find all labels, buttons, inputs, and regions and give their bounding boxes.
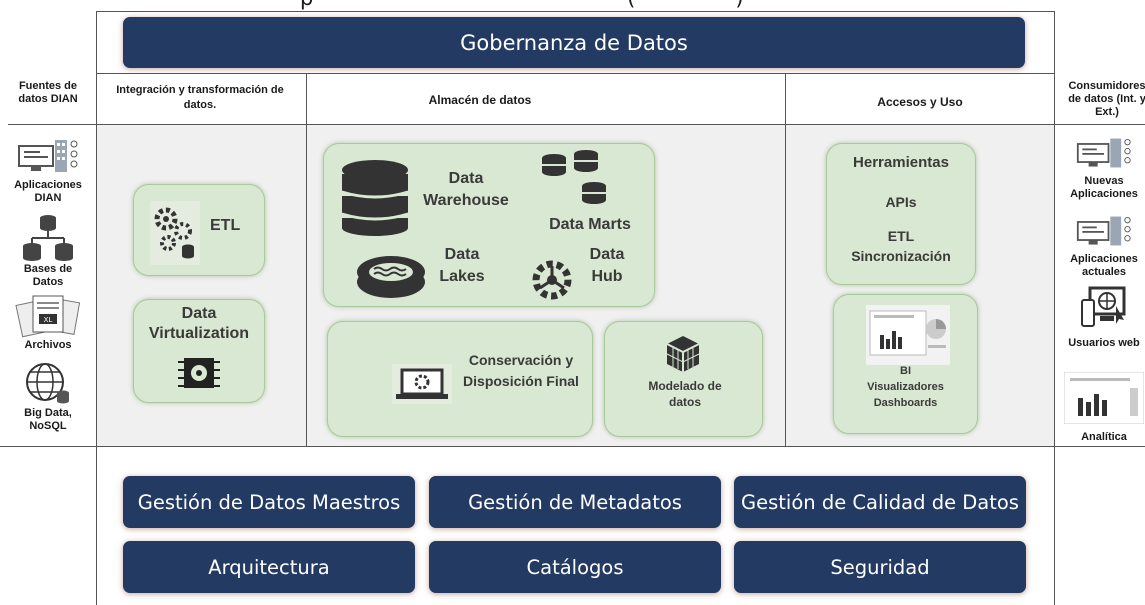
data-lake-icon — [357, 256, 425, 298]
storage-box: Data Warehouse Data Marts Data Lakes Dat… — [323, 143, 655, 307]
web-devices-icon — [1081, 286, 1126, 327]
hub-label: Data Hub — [589, 246, 625, 285]
source-files: XL Archivos — [8, 294, 88, 352]
security-box: Seguridad — [734, 541, 1026, 593]
conservation-box: Conservación y Disposición Final — [327, 321, 593, 437]
tools-box: Herramientas APIs ETL Sincronización — [826, 143, 976, 285]
metadata-box: Gestión de Metadatos — [429, 476, 721, 528]
catalogs-label: Catálogos — [526, 555, 624, 579]
quality-label: Gestión de Calidad de Datos — [741, 490, 1019, 514]
warehouse-label: Data Warehouse — [423, 170, 509, 209]
security-label: Seguridad — [830, 555, 930, 579]
architecture-box: Arquitectura — [123, 541, 415, 593]
globe-database-icon — [26, 363, 69, 404]
apis-label: APIs — [885, 194, 917, 210]
consumer-new-apps-label: Nuevas Aplicaciones — [1070, 175, 1138, 200]
monitor-server-icon — [18, 140, 78, 172]
bi-label: BI — [900, 365, 911, 377]
divider-top — [96, 73, 1055, 74]
architecture-label: Arquitectura — [208, 555, 330, 579]
modeling-label: Modelado de datos — [648, 379, 722, 409]
warehouse-database-icon — [341, 160, 409, 236]
lakes-label: Data Lakes — [439, 246, 485, 285]
etl-sync-label: ETL Sincronización — [851, 228, 951, 264]
quality-box: Gestión de Calidad de Datos — [734, 476, 1026, 528]
monitor-server-icon — [1076, 138, 1131, 168]
metadata-label: Gestión de Metadatos — [468, 490, 682, 514]
data-marts-icon — [542, 150, 606, 204]
modeling-box: Modelado de datos — [604, 321, 763, 437]
master-data-label: Gestión de Datos Maestros — [137, 490, 401, 514]
source-apps-label: Aplicaciones DIAN — [14, 179, 82, 204]
virtualization-label: Data Virtualization — [148, 305, 250, 342]
circuit-gear-icon — [178, 358, 220, 388]
governance-label: Gobernanza de Datos — [460, 30, 688, 55]
hub-icon — [532, 260, 572, 300]
source-db-label: Bases de Datos — [23, 263, 73, 288]
gears-icon — [150, 201, 200, 265]
governance-bar: Gobernanza de Datos — [123, 17, 1025, 68]
header-sources: Fuentes de datos DIAN — [18, 80, 78, 105]
source-files-label: Archivos — [24, 339, 72, 351]
dashboards-label: Dashboards — [873, 397, 938, 409]
consumer-analytics: Analítica — [1063, 371, 1145, 444]
etl-box: ETL — [133, 184, 265, 276]
consumer-analytics-label: Analítica — [1081, 431, 1127, 443]
consumer-new-apps: Nuevas Aplicaciones — [1060, 136, 1145, 201]
bar-chart-icon — [1063, 371, 1145, 425]
divider-right-header — [1055, 124, 1145, 125]
conservation-label: Conservación y Disposición Final — [463, 352, 579, 389]
header-integration: Integración y transformación de datos. — [116, 84, 284, 111]
source-bigdata: Big Data, NoSQL — [8, 360, 88, 433]
divider-col2 — [785, 73, 786, 446]
svg-text:XL: XL — [44, 316, 53, 324]
divider-left-header — [8, 124, 96, 125]
page-title-partial: p ( ) — [300, 0, 860, 10]
header-storage: Almacén de datos — [428, 92, 532, 107]
marts-label: Data Marts — [549, 216, 631, 233]
files-icon: XL — [15, 295, 81, 338]
tools-label: Herramientas — [853, 154, 949, 171]
etl-label: ETL — [210, 217, 241, 234]
divider-bottom — [0, 446, 1145, 447]
consumer-web-users-label: Usuarios web — [1068, 337, 1140, 349]
consumer-web-users: Usuarios web — [1060, 286, 1145, 350]
consumer-current-apps-label: Aplicaciones actuales — [1070, 253, 1138, 278]
catalogs-box: Catálogos — [429, 541, 721, 593]
header-consumers: Consumidores de datos (Int. y Ext.) — [1068, 80, 1145, 118]
consumer-current-apps: Aplicaciones actuales — [1060, 214, 1145, 279]
source-bigdata-label: Big Data, NoSQL — [24, 407, 72, 432]
virtualization-box: Data Virtualization — [133, 299, 265, 403]
header-access: Accesos y Uso — [877, 94, 963, 109]
master-data-box: Gestión de Datos Maestros — [123, 476, 415, 528]
database-tree-icon — [23, 215, 73, 261]
source-db: Bases de Datos — [8, 212, 88, 289]
dashboard-chart-icon — [866, 305, 950, 365]
divider-header — [96, 124, 1055, 125]
bi-box: BI Visualizadores Dashboards — [833, 294, 978, 434]
laptop-gear-icon — [392, 364, 452, 404]
visualizers-label: Visualizadores — [867, 381, 944, 393]
source-apps: Aplicaciones DIAN — [8, 138, 88, 205]
cube-model-icon — [666, 336, 700, 372]
divider-col1 — [306, 73, 307, 446]
monitor-server-icon — [1076, 216, 1131, 246]
